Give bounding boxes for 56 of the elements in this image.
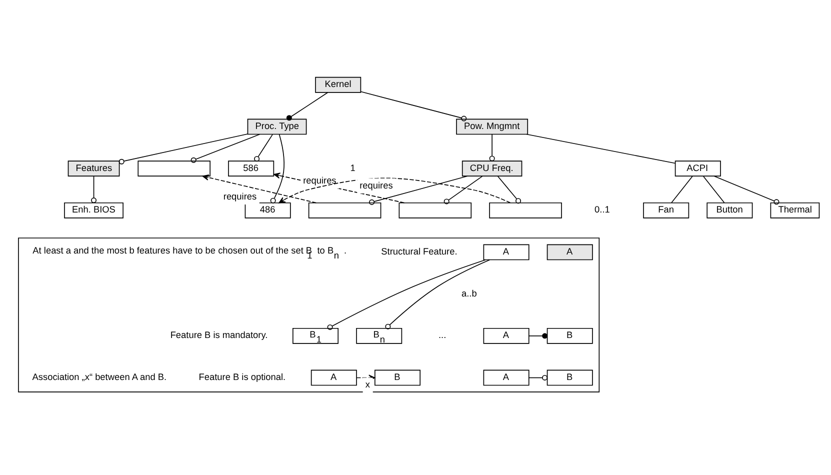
connector [526, 133, 676, 164]
connector [254, 134, 273, 162]
connector [369, 175, 468, 204]
node-box [489, 202, 562, 218]
node-box: A [546, 244, 593, 260]
connector [385, 258, 490, 329]
connector [91, 175, 97, 203]
node-box: Button [706, 202, 753, 218]
edge-label: x [365, 379, 370, 390]
node-box: CPU Freq. [462, 160, 522, 176]
connector [671, 175, 693, 203]
node-box [308, 202, 382, 218]
node-box: Proc. Type [247, 118, 307, 134]
connector [118, 133, 248, 164]
node-box: 586 [228, 160, 274, 176]
connector [190, 133, 260, 162]
node-box: A [310, 369, 357, 386]
connector [360, 90, 467, 121]
label: 1 [350, 162, 356, 172]
edge-label: requires [303, 174, 336, 185]
edge-label: requires [360, 180, 393, 190]
label: ... [438, 330, 446, 340]
legend-label: Structural Feature. [381, 246, 458, 256]
node-box: B [374, 369, 421, 386]
legend-label: Association „x“ between A and B. [32, 372, 167, 382]
connector [528, 374, 548, 380]
arrow [202, 174, 317, 203]
connector [714, 175, 780, 204]
node-box: A [483, 369, 530, 386]
node-box: Features [68, 160, 120, 176]
node-box: Pow. Mngmnt [456, 118, 528, 134]
edge-label: requires [223, 190, 257, 201]
node-box: 486 [244, 202, 291, 218]
node-box: A [483, 244, 530, 260]
connector [286, 92, 328, 120]
connector [489, 134, 495, 161]
connector [327, 258, 486, 330]
node-box: A [483, 327, 530, 344]
node-box: Thermal [770, 202, 820, 218]
connector [703, 175, 725, 203]
connector [528, 332, 548, 338]
connector [270, 134, 284, 203]
label: a..b [462, 288, 477, 298]
node-box: B [546, 369, 593, 386]
node-box: Kernel [315, 76, 362, 92]
label: 0..1 [594, 204, 610, 214]
legend-label: Feature B is optional. [198, 372, 286, 382]
node-box: Fan [643, 202, 690, 218]
node-box: ACPI [674, 160, 721, 176]
connector [444, 175, 483, 204]
node-box: B [546, 327, 593, 344]
connector [497, 175, 522, 204]
node-box: Enh. BIOS [64, 202, 124, 218]
legend-label: Feature B is mandatory. [170, 330, 268, 340]
node-box [398, 202, 472, 218]
node-box [138, 160, 210, 176]
